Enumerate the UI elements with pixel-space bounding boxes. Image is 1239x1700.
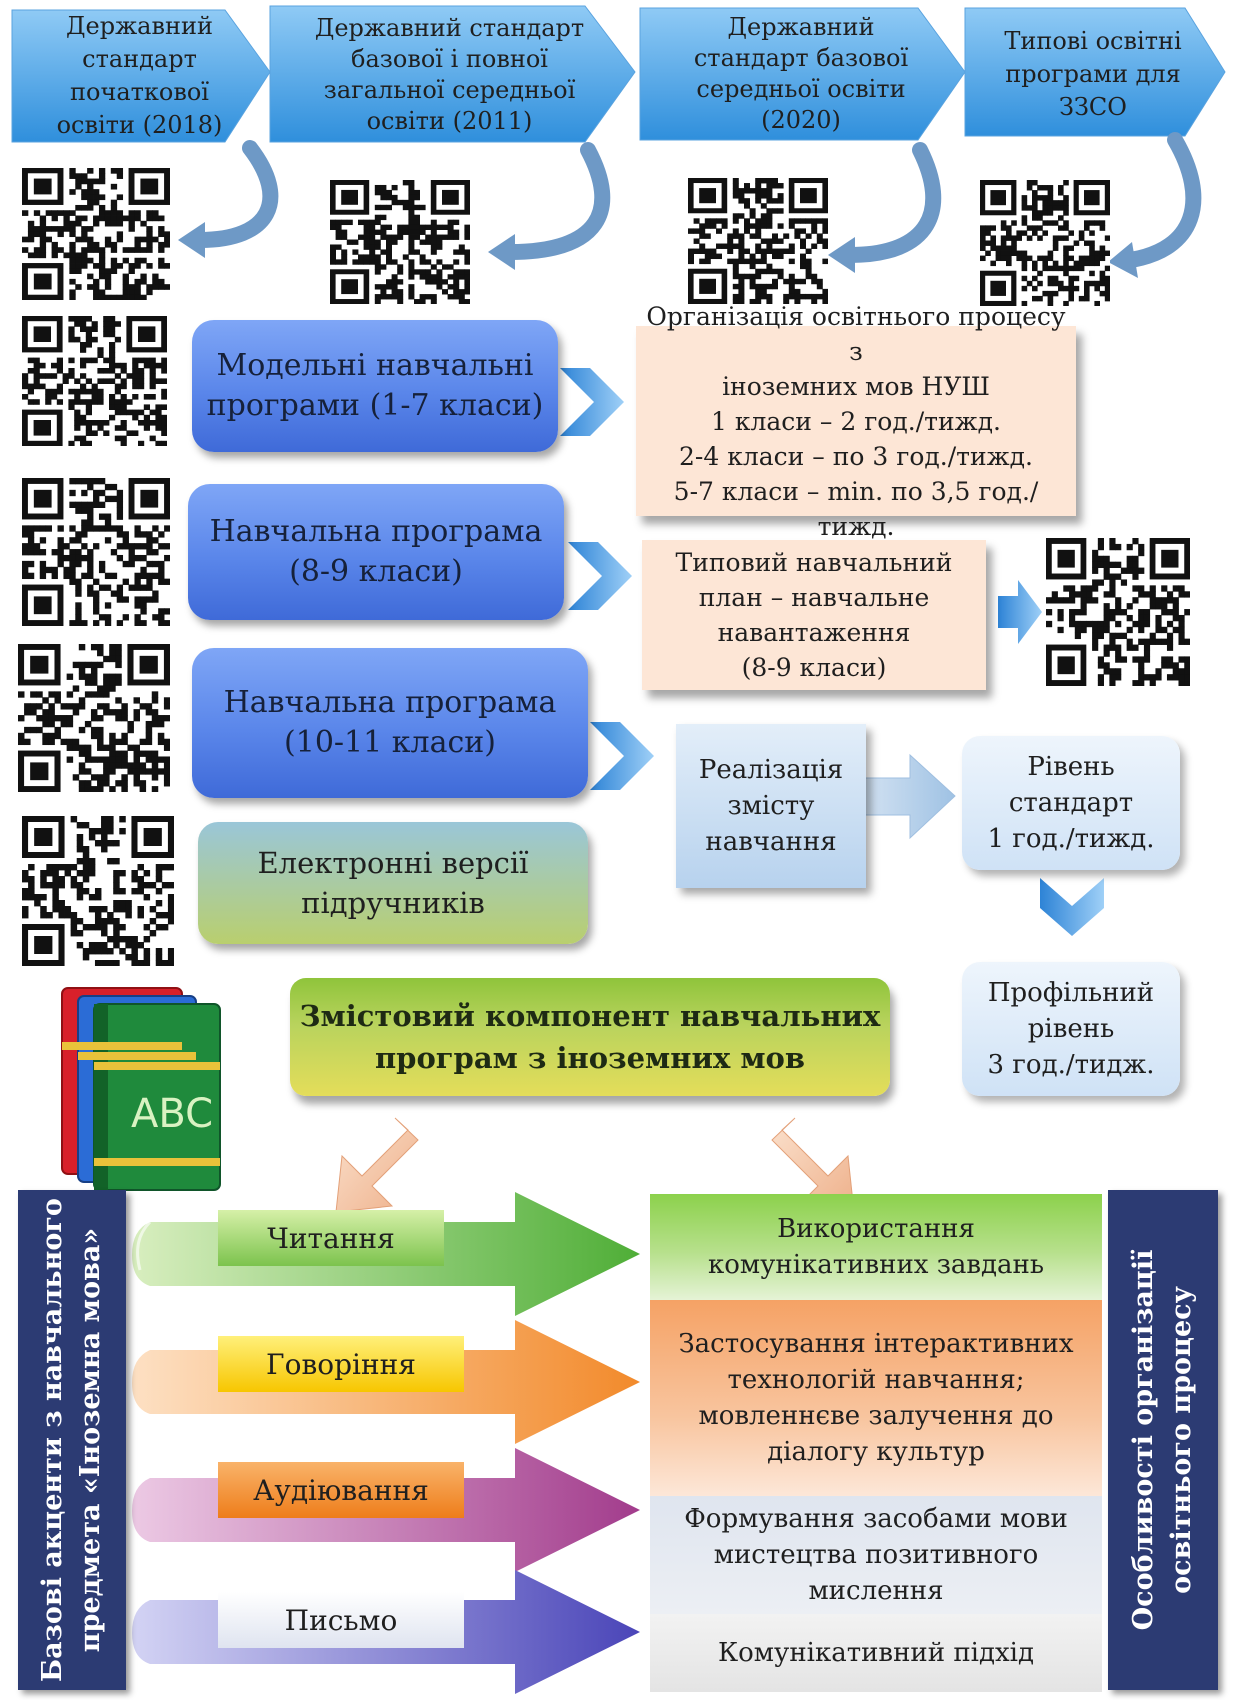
standard-arrow-3 bbox=[639, 7, 966, 141]
skill-reading: Читання bbox=[218, 1210, 444, 1266]
skill-speaking: Говоріння bbox=[218, 1336, 464, 1392]
program-10-11-box[interactable]: Навчальна програма (10-11 класи) bbox=[192, 648, 588, 798]
curved-arrow-1 bbox=[192, 140, 279, 248]
qr-code[interactable] bbox=[22, 816, 175, 967]
process-features-label: Особливості організації освітнього проце… bbox=[1128, 1249, 1197, 1631]
base-accents-bar: Базові акценти з навчального предмета «І… bbox=[18, 1190, 126, 1690]
chevron-icon bbox=[568, 542, 632, 610]
standard-basic-full-2011[interactable]: Державний стандарт базової і повної зага… bbox=[314, 14, 585, 135]
profile-level-box: Профільний рівень 3 год./тидж. bbox=[962, 962, 1180, 1096]
qr-code[interactable] bbox=[18, 644, 171, 793]
model-programs-box[interactable]: Модельні навчальні програми (1-7 класи) bbox=[192, 320, 558, 452]
chevron-down-icon bbox=[1040, 878, 1104, 936]
curved-arrow-4 bbox=[1122, 132, 1202, 268]
content-component-title: Змістовий компонент навчальних програм з… bbox=[290, 978, 890, 1096]
skill-writing: Письмо bbox=[218, 1592, 464, 1648]
content-realization-box: Реалізація змісту навчання bbox=[676, 724, 866, 888]
standard-basic-2020[interactable]: Державний стандарт базової середньої осв… bbox=[693, 13, 909, 134]
base-accents-label: Базові акценти з навчального предмета «І… bbox=[37, 1198, 106, 1682]
standard-primary-2018[interactable]: Державний стандарт початкової освіти (20… bbox=[56, 12, 223, 139]
chevron-icon bbox=[590, 722, 654, 790]
qr-code[interactable] bbox=[22, 478, 171, 627]
feature-interactive-technologies: Застосування інтерактивних технологій на… bbox=[650, 1300, 1102, 1496]
arrow-right-icon bbox=[998, 580, 1042, 644]
typical-plan-box: Типовий навчальний план – навчальне нава… bbox=[642, 540, 986, 690]
standard-level-box: Рівень стандарт 1 год./тижд. bbox=[962, 736, 1180, 870]
qr-code[interactable] bbox=[980, 180, 1111, 307]
standard-arrow-2 bbox=[269, 5, 636, 143]
standard-arrow-4 bbox=[964, 7, 1226, 137]
process-features-bar: Особливості організації освітнього проце… bbox=[1108, 1190, 1218, 1690]
feature-communicative-approach: Комунікативний підхід bbox=[650, 1614, 1102, 1692]
organization-box: Організація освітнього процесу з іноземн… bbox=[636, 302, 1076, 541]
qr-code[interactable] bbox=[330, 180, 471, 305]
qr-code[interactable] bbox=[688, 178, 829, 305]
book-label: ABC bbox=[130, 1091, 214, 1137]
typical-programs-zzso[interactable]: Типові освітні програми для ЗЗСО bbox=[1004, 26, 1182, 121]
feature-positive-thinking: Формування засобами мови мистецтва позит… bbox=[650, 1496, 1102, 1614]
books-icon: ABC bbox=[56, 982, 226, 1194]
qr-code[interactable] bbox=[22, 168, 171, 301]
curved-arrow-2 bbox=[502, 142, 611, 260]
arrow-down-left-icon bbox=[335, 1117, 419, 1213]
electronic-textbooks-box[interactable]: Електронні версії підручників bbox=[198, 822, 588, 944]
chevron-icon bbox=[560, 368, 624, 436]
curved-arrow-3 bbox=[842, 142, 942, 263]
feature-communicative-tasks: Використання комунікативних завдань bbox=[650, 1194, 1102, 1300]
qr-code[interactable] bbox=[22, 316, 168, 447]
program-8-9-box[interactable]: Навчальна програма (8-9 класи) bbox=[188, 484, 564, 620]
qr-code[interactable] bbox=[1046, 538, 1191, 687]
skill-listening: Аудіювання bbox=[218, 1462, 464, 1518]
standard-arrow-1 bbox=[11, 9, 271, 143]
